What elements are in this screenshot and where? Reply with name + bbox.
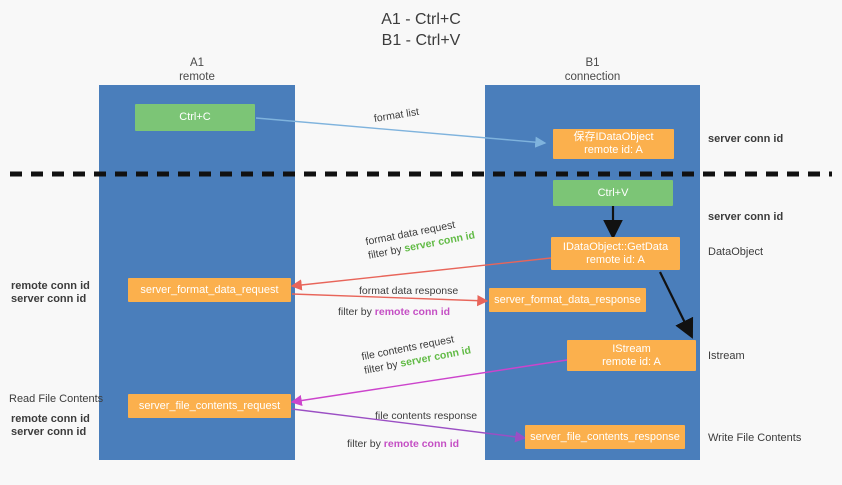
box-server-file-contents-response[interactable]: server_file_contents_response (525, 425, 685, 449)
lane-a1-name: A1 (189, 57, 205, 69)
box-server-format-data-response[interactable]: server_format_data_response (489, 288, 646, 312)
box-ctrl-v-label: Ctrl+V (597, 186, 629, 199)
label-file-contents-response: file contents response (375, 409, 477, 423)
box-server-format-data-response-label: server_format_data_response (494, 293, 641, 306)
box-server-file-contents-request-label: server_file_contents_request (138, 399, 281, 412)
label-format-list-text: format list (373, 105, 420, 125)
note-remote-conn-id-2: remote conn id (11, 413, 90, 425)
lane-b1-title: B1 connection (485, 57, 700, 84)
label-format-data-response-filter: filter by remote conn id (338, 305, 450, 319)
note-write-file-contents: Write File Contents (708, 432, 802, 444)
label-format-list: format list (373, 105, 420, 126)
label-format-data-response-text: format data response (359, 285, 459, 297)
box-ctrl-c-label: Ctrl+C (179, 111, 211, 123)
box-save-idataobject-line1: 保存IDataObject (573, 131, 654, 143)
note-read-file-contents: Read File Contents (9, 393, 104, 405)
note-dataobject: DataObject (708, 246, 764, 258)
box-save-idataobject-line2: remote id: A (584, 144, 643, 156)
label-file-contents-response-filter: filter by remote conn id (347, 437, 459, 451)
note-istream: Istream (708, 350, 745, 362)
box-ctrl-v[interactable]: Ctrl+V (553, 180, 673, 206)
box-server-file-contents-response-label: server_file_contents_response (530, 430, 680, 443)
lane-b1-sub: connection (564, 70, 621, 83)
box-getdata-line2: remote id: A (586, 253, 645, 266)
note-server-conn-id-1: server conn id (11, 293, 87, 305)
title-line-2: B1 - Ctrl+V (381, 32, 461, 49)
box-save-idataobject[interactable]: 保存IDataObject remote id: A (553, 129, 674, 159)
box-idataobject-getdata[interactable]: IDataObject::GetData remote id: A (551, 237, 680, 270)
box-server-file-contents-request[interactable]: server_file_contents_request (128, 394, 291, 418)
label-format-data-request: format data request filter by server con… (364, 215, 477, 263)
lane-a1-title: A1 remote (99, 57, 295, 84)
box-istream[interactable]: IStream remote id: A (567, 340, 696, 371)
title-line-1: A1 - Ctrl+C (381, 11, 461, 28)
box-istream-line1: IStream (612, 342, 651, 355)
note-server-conn-id-top: server conn id (708, 133, 784, 145)
note-server-conn-id-mid: server conn id (708, 211, 784, 223)
filter-prefix: filter by (338, 306, 375, 318)
filter-key-remote-conn-id: remote conn id (383, 438, 460, 450)
filter-key-remote-conn-id: remote conn id (374, 306, 451, 318)
filter-prefix: filter by (347, 438, 384, 450)
note-server-conn-id-2: server conn id (11, 426, 87, 438)
lane-a1-sub: remote (179, 70, 215, 83)
label-file-contents-request: file contents request filter by server c… (360, 330, 473, 378)
note-remote-conn-id-1: remote conn id (11, 280, 90, 292)
page-title: A1 - Ctrl+C B1 - Ctrl+V (0, 9, 842, 51)
box-ctrl-c[interactable]: Ctrl+C (135, 104, 255, 131)
lane-b1-name: B1 (585, 57, 600, 69)
label-format-data-response: format data response (359, 284, 458, 298)
box-server-format-data-request[interactable]: server_format_data_request (128, 278, 291, 302)
box-server-format-data-request-label: server_format_data_request (140, 283, 279, 296)
box-istream-line2: remote id: A (602, 355, 661, 368)
label-file-contents-response-text: file contents response (375, 410, 478, 422)
box-getdata-line1: IDataObject::GetData (562, 240, 669, 253)
